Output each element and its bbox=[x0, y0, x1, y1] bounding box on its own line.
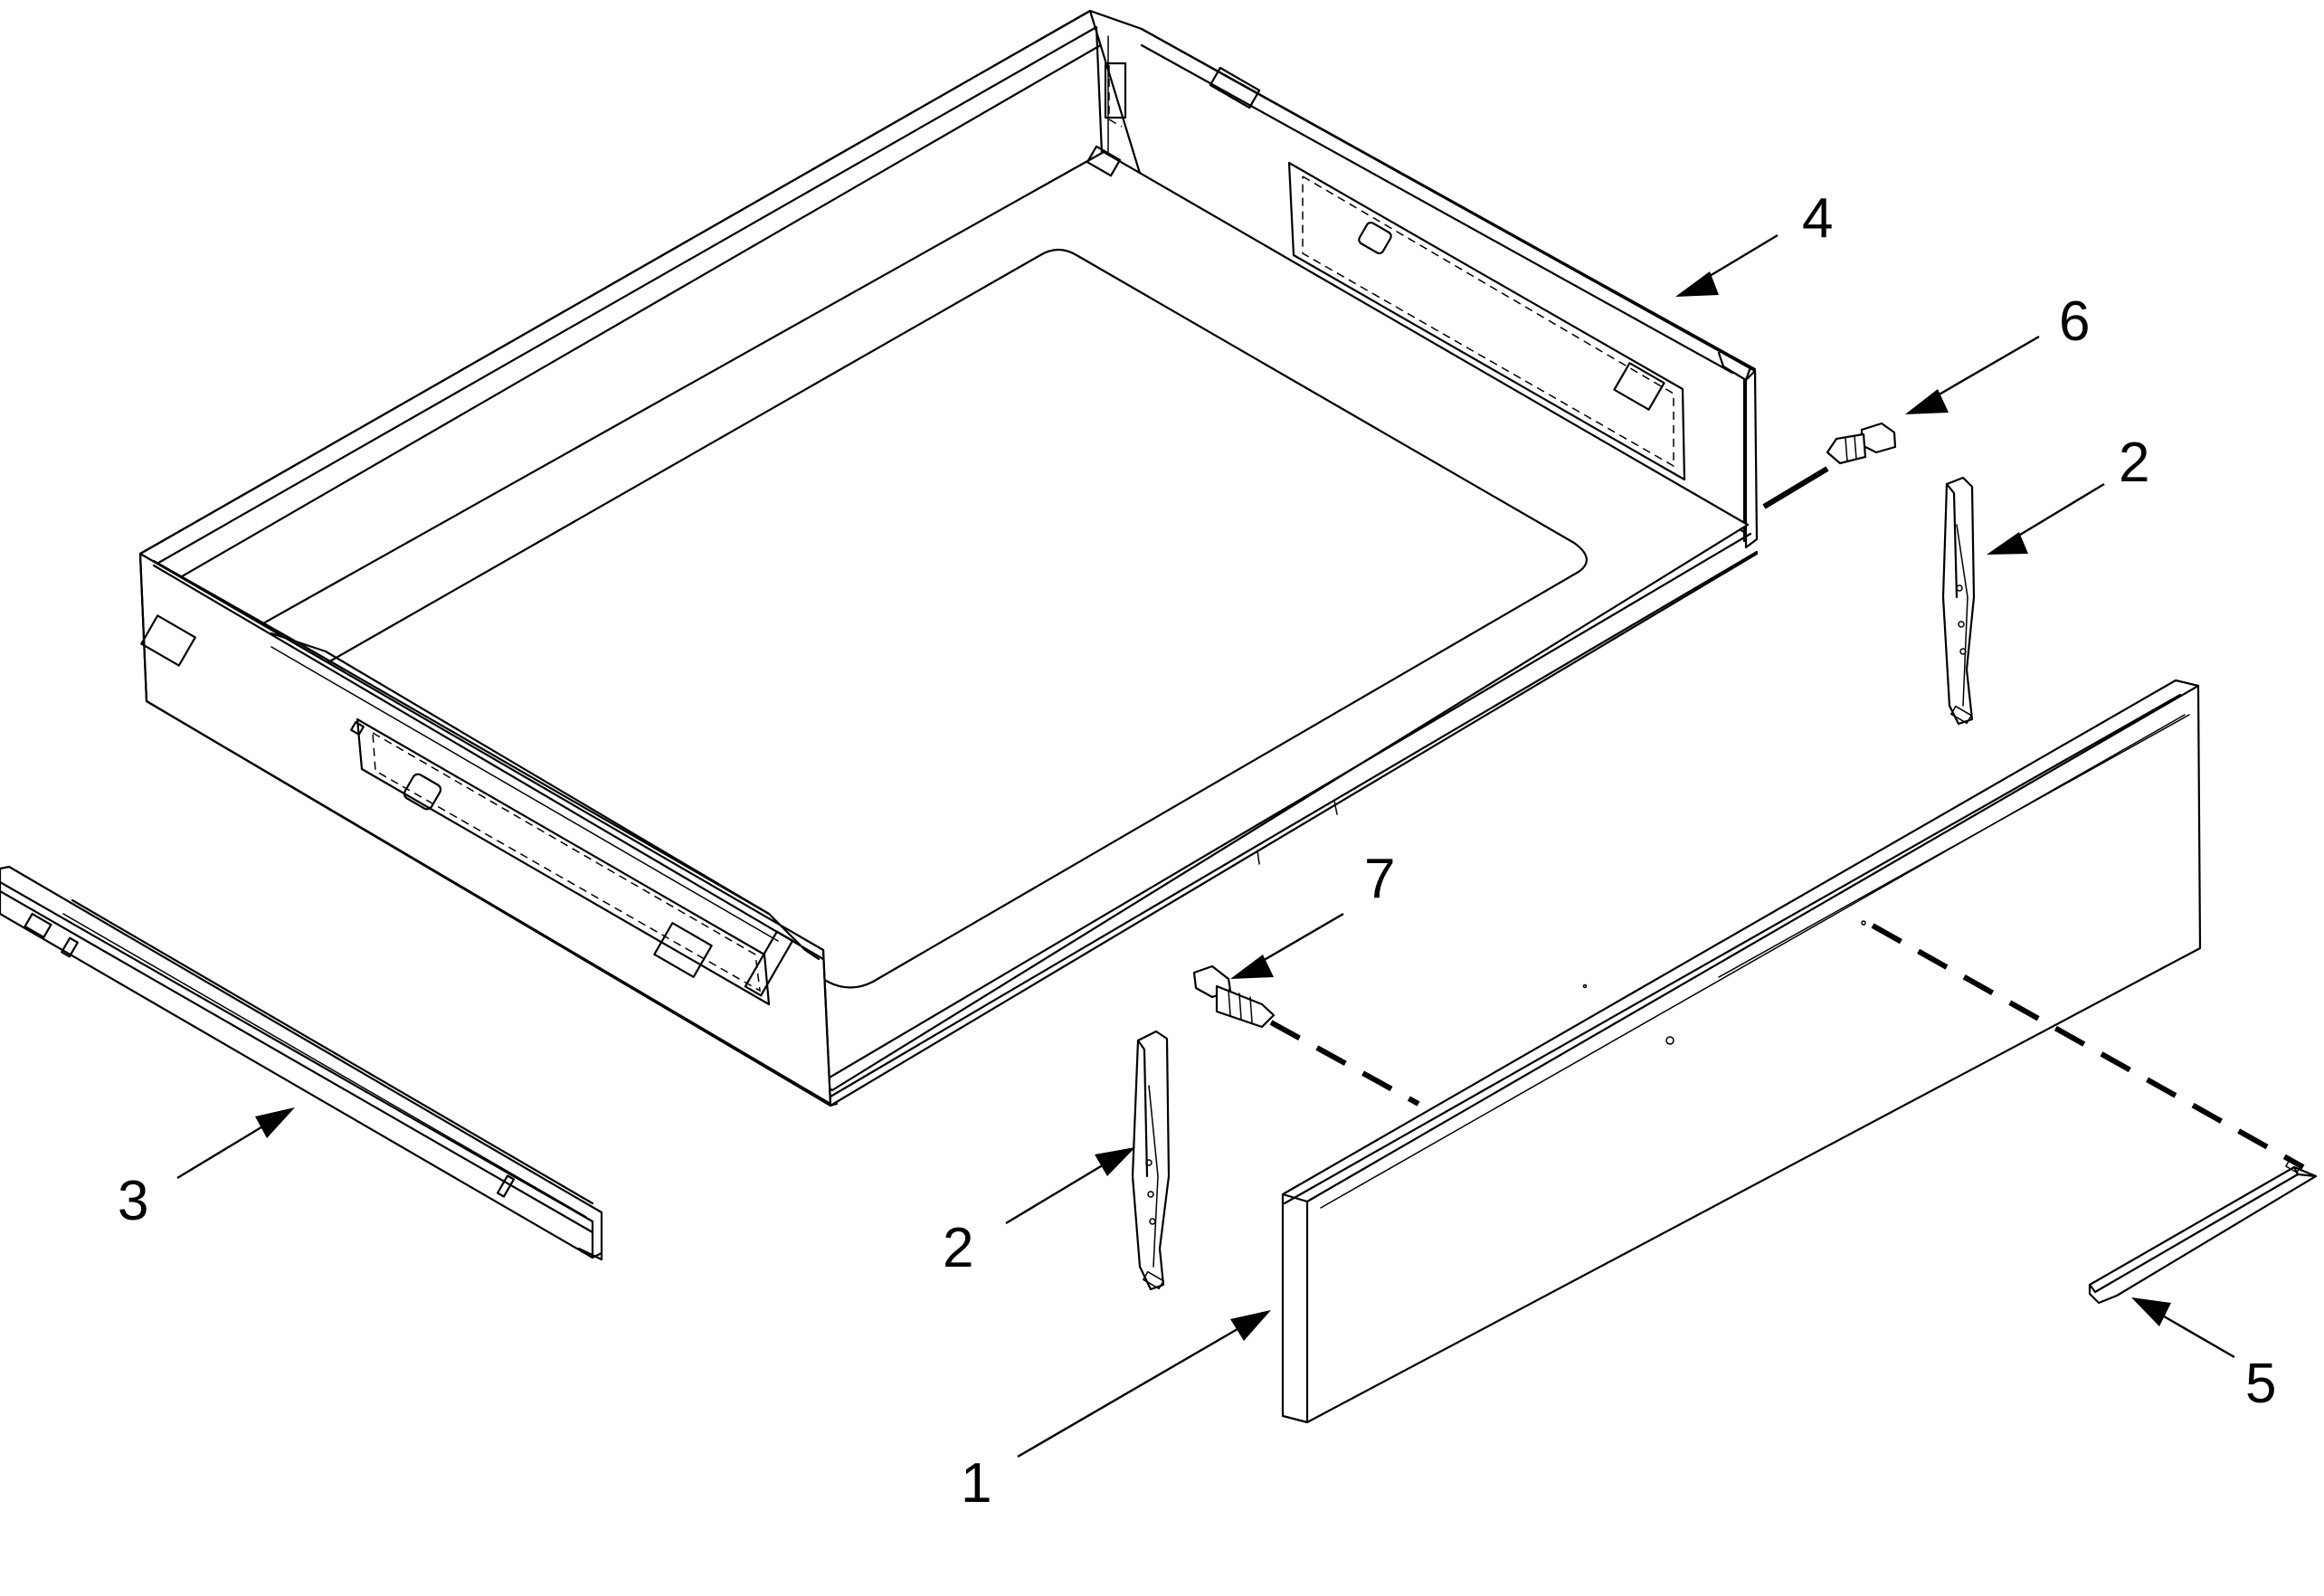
callout-5: 5 bbox=[2245, 1353, 2276, 1415]
rod-5 bbox=[2088, 1159, 2318, 1305]
drawer-front-panel bbox=[1281, 679, 2202, 1424]
drawer-body bbox=[138, 9, 1759, 1107]
callout-1: 1 bbox=[961, 1452, 991, 1515]
bolt-6 bbox=[1826, 422, 1897, 465]
front-bracket-right bbox=[1941, 476, 1976, 726]
callout-7: 7 bbox=[1364, 848, 1395, 910]
callout-2-right: 2 bbox=[2119, 432, 2149, 494]
callout-3: 3 bbox=[118, 1170, 148, 1232]
slide-rail bbox=[0, 865, 603, 1261]
callout-6: 6 bbox=[2059, 290, 2090, 353]
callout-2-left: 2 bbox=[943, 1217, 973, 1279]
front-bracket-left bbox=[1131, 1030, 1171, 1291]
screw-7 bbox=[1192, 964, 1276, 1029]
callout-4: 4 bbox=[1802, 187, 1833, 250]
callout-labels: 1 2 2 3 4 5 6 7 bbox=[118, 187, 2276, 1515]
callout-leaders bbox=[176, 233, 2235, 1458]
assembly-lines bbox=[1269, 466, 2305, 1170]
